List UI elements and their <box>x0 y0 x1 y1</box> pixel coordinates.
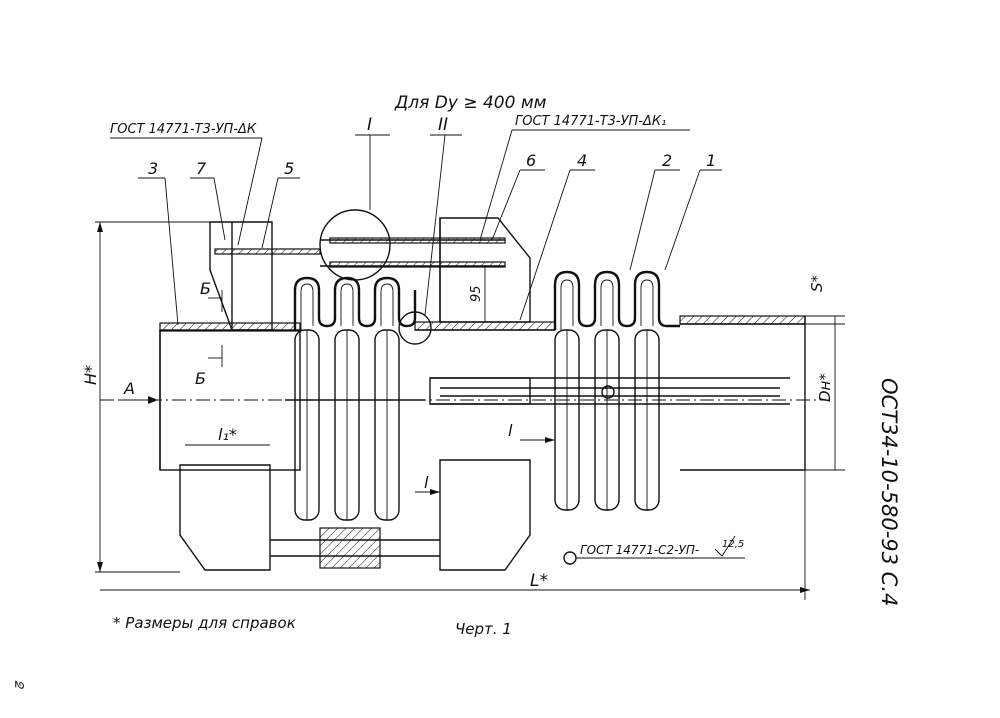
heading: Для Dу ≥ 400 мм <box>394 93 547 113</box>
weld-note-top-right: ГОСТ 14771-Т3-УП-ΔК₁ <box>515 114 666 129</box>
lower-tie-rods <box>270 527 440 569</box>
item-3: 3 <box>148 159 158 178</box>
detail-circle-I <box>319 209 391 281</box>
item-5: 5 <box>284 159 294 178</box>
leader-lines <box>110 129 745 559</box>
left-bellows <box>285 276 425 521</box>
dimension-lines <box>95 221 845 600</box>
middle-pipe <box>414 321 556 331</box>
dim-Dn: Dн* <box>816 373 834 402</box>
dim-S: S* <box>808 274 826 292</box>
left-pipe-section <box>159 322 301 471</box>
dim-l-left: l <box>424 473 429 492</box>
item-2: 2 <box>662 151 672 170</box>
left-bracket <box>209 221 321 331</box>
lower-right-bracket <box>439 459 531 571</box>
item-7: 7 <box>196 159 207 178</box>
item-1: 1 <box>706 151 716 170</box>
dim-L: L* <box>530 571 548 591</box>
view-arrow-label: А <box>123 379 135 398</box>
dim-l-right: l <box>508 421 513 440</box>
weld-note-bottom: ГОСТ 14771-С2-УП- <box>580 543 699 557</box>
footnote: * Размеры для справок <box>113 614 296 632</box>
callout-I: I <box>367 115 372 135</box>
caption: Черт. 1 <box>455 620 512 638</box>
dim-95: 95 <box>469 285 484 302</box>
top-tie-rods <box>320 239 505 267</box>
weld-symbol-circle <box>563 551 577 565</box>
dim-H: H* <box>81 365 100 385</box>
document-code: ОСТ34-10-580-93 С.4 <box>877 378 901 606</box>
section-mark-top: Б <box>200 279 211 298</box>
right-bellows <box>553 270 680 511</box>
section-mark-bottom: Б <box>195 369 206 388</box>
dim-l1: l₁* <box>218 425 237 444</box>
arrowheads <box>97 222 810 593</box>
weld-note-top-left: ГОСТ 14771-Т3-УП-ΔК <box>110 122 257 137</box>
margin-mark: ᘔ <box>13 680 27 690</box>
lower-left-bracket <box>179 464 271 571</box>
roughness-symbol <box>714 535 736 557</box>
callout-II: II <box>438 115 448 135</box>
roughness-value: 12,5 <box>722 539 744 550</box>
inner-sleeve <box>100 377 830 405</box>
item-4: 4 <box>577 151 587 170</box>
detail-circle-II <box>398 311 432 345</box>
item-6: 6 <box>526 151 536 170</box>
right-pipe <box>679 315 806 471</box>
